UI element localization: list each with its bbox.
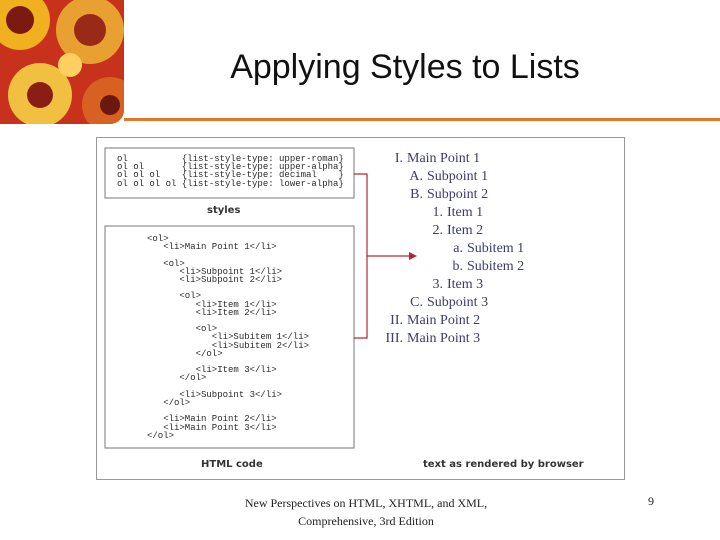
figure-lines <box>104 147 417 449</box>
html-code-line: <li>Main Point 3</li> <box>147 422 277 433</box>
html-code-line: </ol> <box>147 373 207 384</box>
rendered-list-item: 3.Item 3 <box>377 276 524 294</box>
html-code-line: <li>Main Point 1</li> <box>147 242 277 253</box>
html-code-line: <li>Item 2</li> <box>147 307 277 318</box>
html-code-line: <ol> <box>147 234 169 244</box>
html-code: <ol> <li>Main Point 1</li> <ol> <li>Subp… <box>147 234 310 441</box>
flower-decoration-image <box>0 0 124 124</box>
styles-code-line: ol ol ol ol {list-style-type: lower-alph… <box>117 178 344 189</box>
list-item-text: Subitem 2 <box>467 259 525 274</box>
footer-line-2: Comprehensive, 3rd Edition <box>298 514 434 528</box>
rendered-list-item: I. Main Point 1 <box>377 150 524 168</box>
list-marker: 3. <box>432 277 444 292</box>
html-code-line: <li>Subpoint 3</li> <box>147 389 283 400</box>
rendered-list-item: A. Subpoint 1 <box>377 168 524 186</box>
html-code-line: </ol> <box>147 398 191 409</box>
html-code-box <box>104 225 355 449</box>
page-number: 9 <box>648 494 654 508</box>
connector-arrow <box>354 173 417 339</box>
list-item-text: Item 1 <box>447 205 484 220</box>
rendered-list-item: II. Main Point 2 <box>377 312 524 330</box>
list-marker: b. <box>452 259 464 274</box>
footer-line-1: New Perspectives on HTML, XHTML, and XML… <box>244 496 488 510</box>
list-item-text: Main Point 1 <box>407 151 481 166</box>
list-marker: a. <box>453 241 463 256</box>
list-marker: A. <box>409 169 423 184</box>
styles-code-line: ol {list-style-type: upper-roman} <box>117 154 344 164</box>
html-code-line: <li>Item 1</li> <box>147 299 277 310</box>
html-code-line: <ol> <box>147 324 218 335</box>
html-code-caption: HTML code <box>201 459 263 470</box>
html-code-line: <ol> <box>147 291 202 302</box>
rendered-list-item: C. Subpoint 3 <box>377 294 524 312</box>
list-marker: I. <box>394 151 403 166</box>
list-item-text: Main Point 2 <box>407 313 481 328</box>
list-marker: B. <box>410 187 423 202</box>
html-code-line: </ol> <box>147 430 175 441</box>
rendered-list-item: B. Subpoint 2 <box>377 186 524 204</box>
rendered-caption: text as rendered by browser <box>423 459 584 470</box>
styles-code-line: ol ol ol {list-style-type: decimal } <box>117 170 344 181</box>
html-code-line: <li>Subpoint 1</li> <box>147 266 283 277</box>
list-item-text: Subpoint 1 <box>427 169 489 184</box>
footer-citation: New Perspectives on HTML, XHTML, and XML… <box>236 494 496 530</box>
html-code-line: <li>Item 3</li> <box>147 365 277 376</box>
html-code-line: <li>Main Point 2</li> <box>147 414 277 425</box>
list-item-text: Subpoint 2 <box>427 187 489 202</box>
title-underline-rule <box>124 118 720 121</box>
rendered-list-item: 2.Item 2 <box>377 222 524 240</box>
rendered-list: I. Main Point 1 A. Subpoint 1 B. Subpoint 2 1.… <box>377 150 525 348</box>
rendered-list-item: a. Subitem 1 <box>377 240 524 258</box>
list-item-text: Subitem 1 <box>467 241 525 256</box>
list-marker: III. <box>385 331 404 346</box>
list-item-text: Subpoint 3 <box>427 295 489 310</box>
styles-code-box <box>104 147 355 199</box>
list-item-text: Main Point 3 <box>407 331 481 346</box>
list-marker: C. <box>410 295 423 310</box>
styles-caption: styles <box>207 205 241 216</box>
styles-code-line: ol ol {list-style-type: upper-alpha} <box>117 162 344 173</box>
html-code-line: <li>Subitem 2</li> <box>147 340 310 351</box>
rendered-list-item: b.Subitem 2 <box>377 258 525 276</box>
html-code-line: <ol> <box>147 258 185 269</box>
list-item-text: Item 3 <box>447 277 484 292</box>
html-code-line: <li>Subitem 1</li> <box>147 332 310 343</box>
styles-code: ol {list-style-type: upper-roman}ol ol {… <box>117 154 344 189</box>
list-styles-figure: ol {list-style-type: upper-roman}ol ol {… <box>96 137 625 480</box>
slide-title: Applying Styles to Lists <box>230 48 580 86</box>
html-code-line: </ol> <box>147 348 223 359</box>
html-code-line: <li>Subpoint 2</li> <box>147 275 283 286</box>
list-marker: 1. <box>432 205 444 220</box>
rendered-list-item: III.Main Point 3 <box>377 330 524 348</box>
list-marker: II. <box>390 313 403 328</box>
list-marker: 2. <box>432 223 444 238</box>
rendered-list-item: 1.Item 1 <box>377 204 524 222</box>
list-item-text: Item 2 <box>447 223 484 238</box>
